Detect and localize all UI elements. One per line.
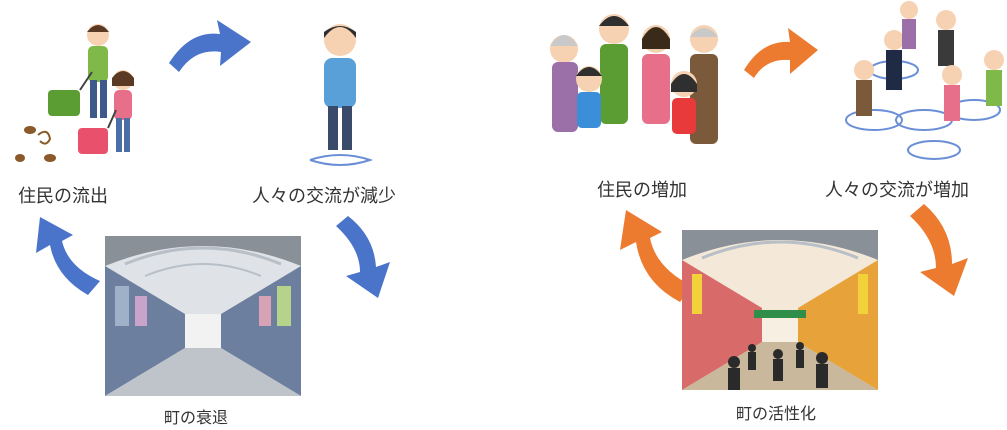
arrow-to-exchange-decrease	[165, 8, 255, 78]
arrow-to-residents-increase	[600, 208, 696, 308]
arrow-to-revitalization	[890, 200, 980, 300]
vibrant-arcade-illustration	[682, 230, 878, 390]
label-exchange-decrease: 人々の交流が減少	[252, 186, 396, 207]
label-exchange-increase: 人々の交流が増加	[825, 180, 969, 201]
label-residents-increase: 住民の増加	[597, 180, 687, 201]
caption-town-decline: 町の衰退	[164, 408, 229, 427]
declining-arcade-illustration	[105, 236, 301, 396]
arrow-to-outflow	[18, 215, 103, 300]
revitalization-cycle-panel: 住民の増加 人々の交流が増加	[504, 0, 1007, 430]
caption-town-revitalization: 町の活性化	[736, 404, 817, 423]
family-group-illustration	[534, 4, 734, 164]
arrow-to-exchange-increase	[740, 18, 820, 84]
lonely-person-illustration	[300, 10, 380, 170]
decline-cycle-panel: 住民の流出 人々の交流が減少 町の衰退	[0, 0, 503, 430]
arrow-to-decline	[318, 212, 403, 302]
people-network-illustration	[834, 0, 1007, 165]
residents-leaving-illustration	[8, 10, 158, 170]
label-residents-outflow: 住民の流出	[18, 186, 108, 207]
